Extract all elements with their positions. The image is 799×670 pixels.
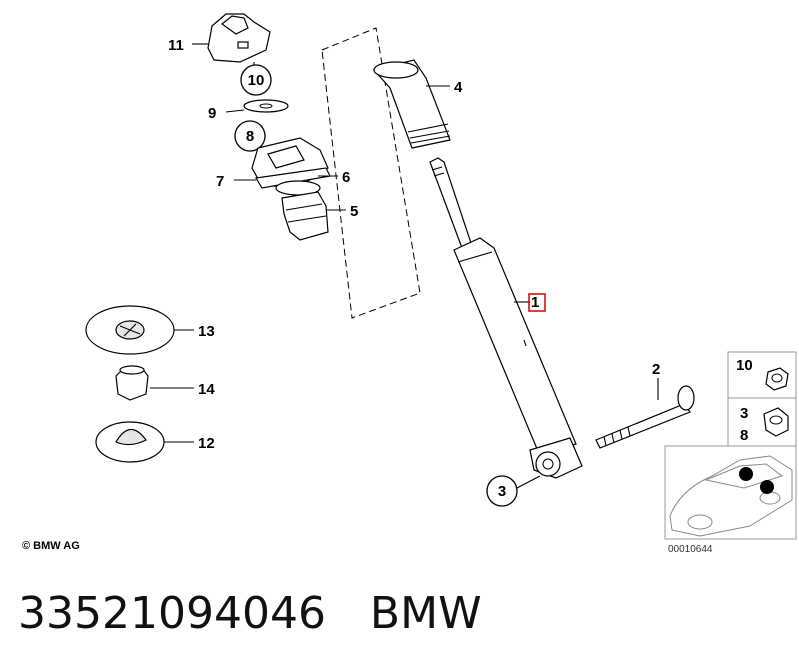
leader-3 xyxy=(516,475,541,489)
callout-10: 10 xyxy=(248,72,265,89)
callout-13: 13 xyxy=(198,323,215,340)
part-5-bump-stop xyxy=(281,191,329,241)
callout-12: 12 xyxy=(198,435,215,452)
part-12-stop-buffer xyxy=(95,421,165,463)
callout-10-circle xyxy=(240,64,272,96)
part-14-bushing xyxy=(115,365,149,401)
legend-box: 10 3 8 xyxy=(727,351,797,447)
callout-1: 1 xyxy=(531,294,539,311)
part-2-bolt xyxy=(595,385,695,449)
part-number-caption: 33521094046 BMW xyxy=(18,588,482,639)
legend-label-8: 8 xyxy=(740,427,748,444)
assembly-dashed-outline xyxy=(321,27,421,319)
diagram-image-code: 00010644 xyxy=(668,544,713,555)
callout-2: 2 xyxy=(652,361,660,378)
callout-11: 11 xyxy=(168,37,184,54)
legend-label-3: 3 xyxy=(740,405,748,422)
callout-7: 7 xyxy=(216,173,224,190)
location-dot-front xyxy=(739,467,753,481)
nut-icon-top xyxy=(765,367,789,391)
location-dot-rear xyxy=(760,480,774,494)
part-13-spring-pad xyxy=(85,305,175,355)
callout-3: 3 xyxy=(498,483,506,500)
callout-8: 8 xyxy=(246,128,254,145)
part-9-washer-hole xyxy=(259,103,273,109)
legend-label-10: 10 xyxy=(736,357,753,374)
callout-14: 14 xyxy=(198,381,215,398)
callout-1-highlight-box xyxy=(528,293,546,312)
leader-9 xyxy=(225,109,245,113)
car-location-box xyxy=(664,445,797,540)
callout-4: 4 xyxy=(454,79,463,96)
nut-icon-bottom xyxy=(763,407,789,437)
callout-5: 5 xyxy=(350,203,358,220)
callout-9: 9 xyxy=(208,105,216,122)
part-11-mount-cap xyxy=(207,13,271,63)
callout-3-circle xyxy=(486,475,518,507)
part-7-support-bearing xyxy=(251,137,331,189)
part-1-shock-absorber xyxy=(429,157,583,479)
callout-8-circle xyxy=(234,120,266,152)
parts-diagram: 11 10 9 8 7 6 5 4 xyxy=(85,13,797,540)
copyright-notice: © BMW AG xyxy=(22,540,80,552)
part-4-protective-tube xyxy=(372,59,451,149)
callout-6: 6 xyxy=(342,169,350,186)
